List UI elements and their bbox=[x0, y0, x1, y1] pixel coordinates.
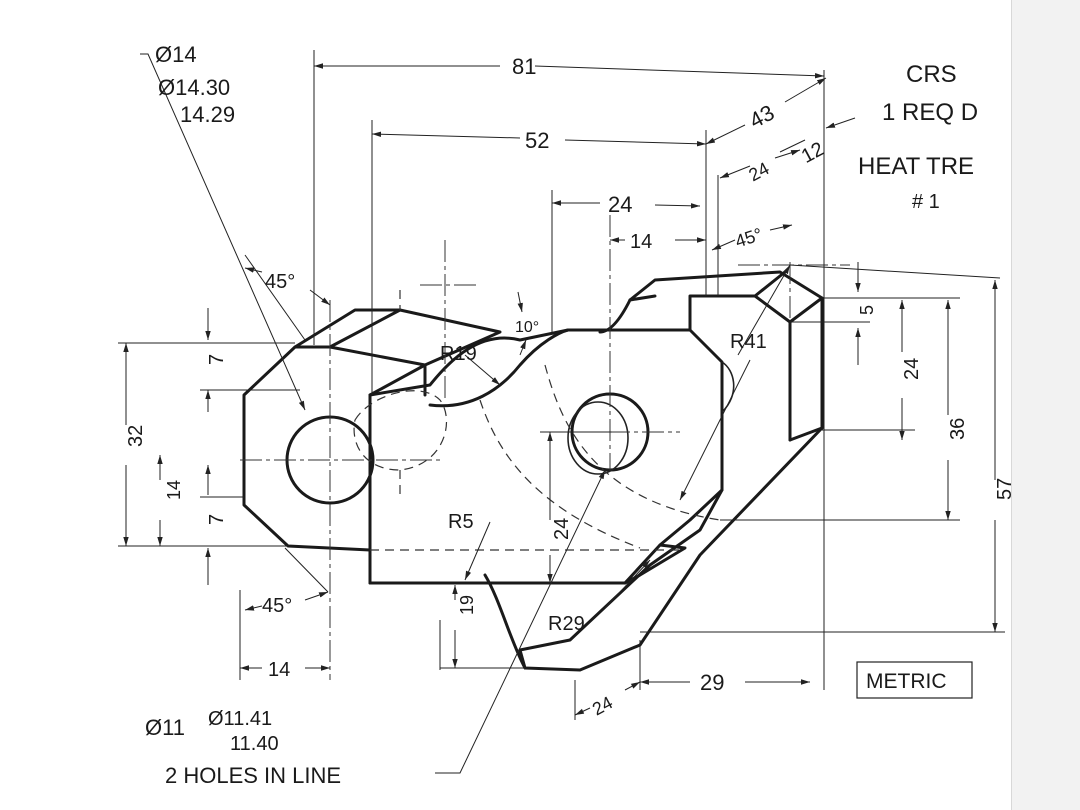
dim-19: 19 bbox=[457, 595, 477, 615]
page-edge-strip bbox=[1011, 0, 1080, 810]
dim-57: 57 bbox=[994, 478, 1016, 500]
holes-in-line-note: 2 HOLES IN LINE bbox=[165, 763, 341, 788]
angle-10: 10° bbox=[515, 319, 539, 336]
radius-41: R41 bbox=[730, 331, 767, 353]
dim-81: 81 bbox=[512, 54, 536, 79]
center-lines bbox=[240, 215, 850, 680]
dim-29: 29 bbox=[700, 670, 724, 695]
extension-lines bbox=[118, 50, 1005, 690]
dim-52: 52 bbox=[525, 128, 549, 153]
right-upright-front bbox=[688, 294, 792, 442]
angle-45-top-left: 45° bbox=[265, 271, 295, 293]
left-lug-front-face bbox=[242, 345, 427, 552]
radius-5: R5 bbox=[448, 511, 474, 533]
dim-12: 12 bbox=[798, 138, 828, 168]
dim-5: 5 bbox=[857, 305, 877, 315]
dimension-lines bbox=[123, 53, 998, 774]
dim-14-top: 14 bbox=[630, 231, 652, 253]
quantity-note: 1 REQ D bbox=[882, 99, 978, 126]
dim-36: 36 bbox=[947, 418, 969, 440]
angle-45-bottom: 45° bbox=[262, 595, 292, 617]
dim-43: 43 bbox=[745, 100, 778, 134]
center-body-front-face bbox=[368, 328, 724, 585]
dim-24-mid: 24 bbox=[608, 192, 632, 217]
right-chamfer-top bbox=[753, 270, 787, 298]
center-hole-back bbox=[567, 401, 629, 475]
small-hole-tolerance-lower: 11.40 bbox=[230, 733, 279, 755]
saddle-curve bbox=[428, 328, 570, 408]
left-lug-top-edge bbox=[328, 308, 402, 349]
heat-treat-number: # 1 bbox=[912, 191, 940, 213]
radius-29: R29 bbox=[548, 613, 585, 635]
dim-14-left: 14 bbox=[164, 480, 184, 500]
dim-32: 32 bbox=[125, 425, 147, 447]
radius-19: R19 bbox=[440, 343, 477, 365]
dim-7-bottom: 7 bbox=[206, 514, 228, 525]
dimension-labels: 81 52 43 12 24 24 14 45° 45° 10° R19 R41… bbox=[125, 54, 1016, 719]
dim-7-top: 7 bbox=[206, 354, 228, 365]
material-note: CRS bbox=[906, 61, 957, 88]
right-upright-top bbox=[628, 270, 824, 324]
top-notch bbox=[598, 294, 657, 334]
units-box bbox=[856, 661, 973, 699]
dim-24-vertical: 24 bbox=[551, 518, 573, 540]
big-hole-tolerance-lower: 14.29 bbox=[180, 102, 235, 127]
small-hole-callout: Ø11 bbox=[145, 715, 185, 740]
hidden-lines bbox=[353, 290, 721, 551]
angle-45-top-right: 45° bbox=[733, 224, 765, 251]
big-hole-callout: Ø14 bbox=[155, 42, 197, 67]
r29-lobe bbox=[483, 573, 527, 670]
dim-14-bottom: 14 bbox=[268, 659, 290, 681]
big-hole-tolerance-upper: Ø14.30 bbox=[158, 75, 230, 100]
dim-24-right: 24 bbox=[901, 358, 923, 380]
heat-treat-note: HEAT TRE bbox=[858, 153, 974, 180]
drawing-notes: Ø14 Ø14.30 14.29 CRS 1 REQ D HEAT TRE # … bbox=[145, 42, 978, 788]
units-label: METRIC bbox=[866, 670, 947, 693]
dim-24-bottom: 24 bbox=[589, 692, 616, 719]
small-hole-tolerance-upper: Ø11.41 bbox=[208, 708, 272, 730]
dim-24-top: 24 bbox=[745, 158, 772, 185]
